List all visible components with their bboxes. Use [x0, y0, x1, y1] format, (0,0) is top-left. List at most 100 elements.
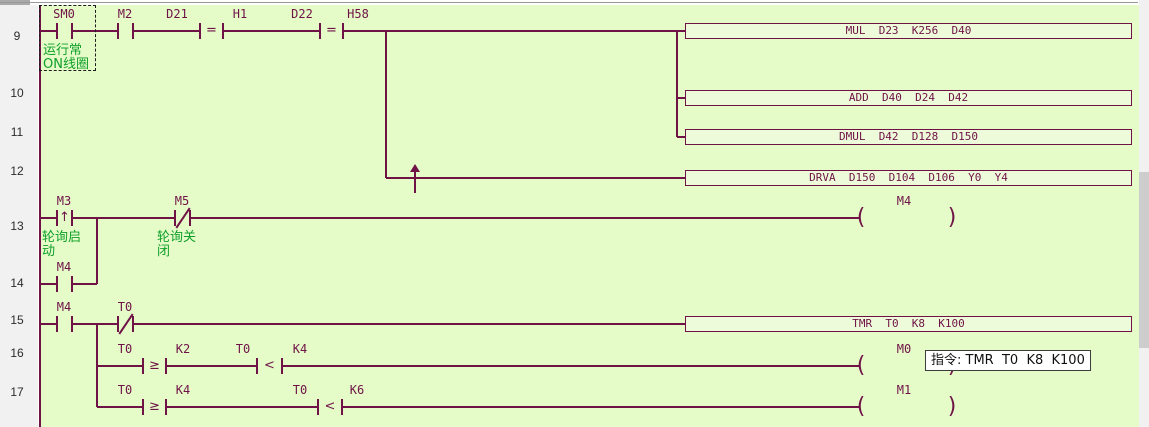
contact-bar	[117, 316, 119, 332]
compare-contact[interactable]: <	[317, 399, 343, 415]
compare-operator: ≥	[149, 358, 160, 373]
instruction-block[interactable]: DRVA D150 D104 D106 Y0 Y4	[685, 170, 1132, 186]
vertical-scrollbar-thumb[interactable]	[1139, 172, 1149, 348]
contact-bar	[199, 23, 201, 39]
contact-rise[interactable]: ↑	[56, 210, 73, 226]
compare-left-operand: T0	[117, 383, 133, 397]
contact-no[interactable]	[56, 316, 73, 332]
top-strip	[0, 0, 1149, 5]
contact-bar	[142, 399, 144, 415]
contact-bar	[71, 23, 73, 39]
contact-no[interactable]	[56, 276, 73, 292]
coil-open-paren[interactable]: (	[856, 353, 866, 378]
contact-bar	[342, 23, 344, 39]
device-comment: 运行常 ON线圈	[43, 43, 89, 72]
rung-number: 16	[10, 346, 24, 360]
compare-contact[interactable]: =	[199, 23, 224, 39]
rung-number: 10	[10, 86, 24, 100]
wire-vertical	[385, 31, 387, 178]
contact-nc[interactable]	[174, 207, 191, 229]
coil-close-paren[interactable]: )	[947, 205, 957, 230]
instruction-block[interactable]: TMR T0 K8 K100	[685, 316, 1132, 332]
contact-label: M3	[56, 194, 72, 208]
compare-operator: <	[324, 399, 336, 414]
compare-left-operand: D22	[291, 7, 313, 21]
rung-number: 9	[13, 29, 21, 43]
coil-close-paren[interactable]: )	[947, 394, 957, 419]
rising-edge-icon: ↑	[59, 210, 70, 225]
coil-label: M1	[896, 383, 912, 397]
insert-cursor-arrow-icon	[410, 164, 420, 172]
compare-right-operand: H1	[232, 7, 248, 21]
compare-operator: =	[326, 23, 337, 38]
device-comment: 轮询关 闭	[157, 230, 197, 259]
rung-number: 12	[10, 164, 24, 178]
wire-vertical	[96, 218, 98, 284]
rung-number: 17	[10, 385, 24, 399]
wire-horizontal	[40, 217, 860, 219]
instruction-block[interactable]: DMUL D42 D128 D150	[685, 129, 1132, 145]
instruction-block[interactable]: MUL D23 K256 D40	[685, 23, 1132, 39]
rung-number: 15	[10, 313, 24, 327]
selection-box	[39, 5, 96, 71]
rung-number: 13	[10, 219, 24, 233]
vertical-scrollbar-track[interactable]	[1139, 0, 1149, 427]
contact-bar	[56, 276, 58, 292]
compare-right-operand: H58	[347, 7, 369, 21]
contact-bar	[132, 23, 134, 39]
compare-contact[interactable]: <	[256, 358, 283, 374]
contact-no[interactable]	[56, 23, 73, 39]
compare-operator: ≥	[149, 399, 160, 414]
contact-bar	[341, 399, 343, 415]
compare-left-operand: D21	[166, 7, 188, 21]
contact-bar	[165, 399, 167, 415]
coil-open-paren[interactable]: (	[856, 205, 866, 230]
contact-label: M5	[174, 194, 190, 208]
wire-horizontal	[677, 136, 685, 138]
contact-bar	[142, 358, 144, 374]
contact-bar	[189, 210, 191, 226]
compare-contact[interactable]: ≥	[142, 358, 167, 374]
wire-horizontal	[386, 177, 685, 179]
compare-operator: <	[264, 358, 275, 373]
wire-vertical	[676, 31, 678, 137]
compare-left-operand: T0	[117, 342, 133, 356]
coil-label: M0	[896, 342, 912, 356]
contact-bar	[132, 316, 134, 332]
left-power-rail	[39, 5, 41, 427]
contact-label: M4	[56, 260, 72, 274]
instruction-block[interactable]: ADD D40 D24 D42	[685, 90, 1132, 106]
coil-label: M4	[896, 194, 912, 208]
insert-cursor-stem	[414, 172, 416, 193]
wire-horizontal	[97, 365, 860, 367]
contact-bar	[71, 276, 73, 292]
rung-number: 11	[10, 125, 24, 139]
contact-label: M4	[56, 300, 72, 314]
contact-bar	[174, 210, 176, 226]
contact-bar	[281, 358, 283, 374]
wire-horizontal	[40, 30, 685, 32]
contact-bar	[165, 358, 167, 374]
compare-right-operand: K2	[175, 342, 191, 356]
contact-bar	[319, 23, 321, 39]
contact-bar	[256, 358, 258, 374]
device-comment: 轮询启 动	[42, 230, 82, 259]
top-divider-line	[0, 2, 1138, 3]
compare-right-operand: K6	[349, 383, 365, 397]
compare-contact[interactable]: ≥	[142, 399, 167, 415]
wire-horizontal	[40, 323, 685, 325]
compare-contact[interactable]: =	[319, 23, 344, 39]
contact-bar	[56, 210, 58, 226]
wire-vertical	[96, 324, 98, 407]
contact-bar	[56, 316, 58, 332]
compare-right-operand: K4	[292, 342, 308, 356]
compare-right-operand: K4	[175, 383, 191, 397]
contact-label: M2	[117, 7, 133, 21]
rung-number-margin	[0, 5, 38, 427]
contact-no[interactable]	[117, 23, 134, 39]
contact-nc[interactable]	[117, 313, 134, 335]
coil-open-paren[interactable]: (	[856, 394, 866, 419]
compare-left-operand: T0	[235, 342, 251, 356]
contact-bar	[317, 399, 319, 415]
